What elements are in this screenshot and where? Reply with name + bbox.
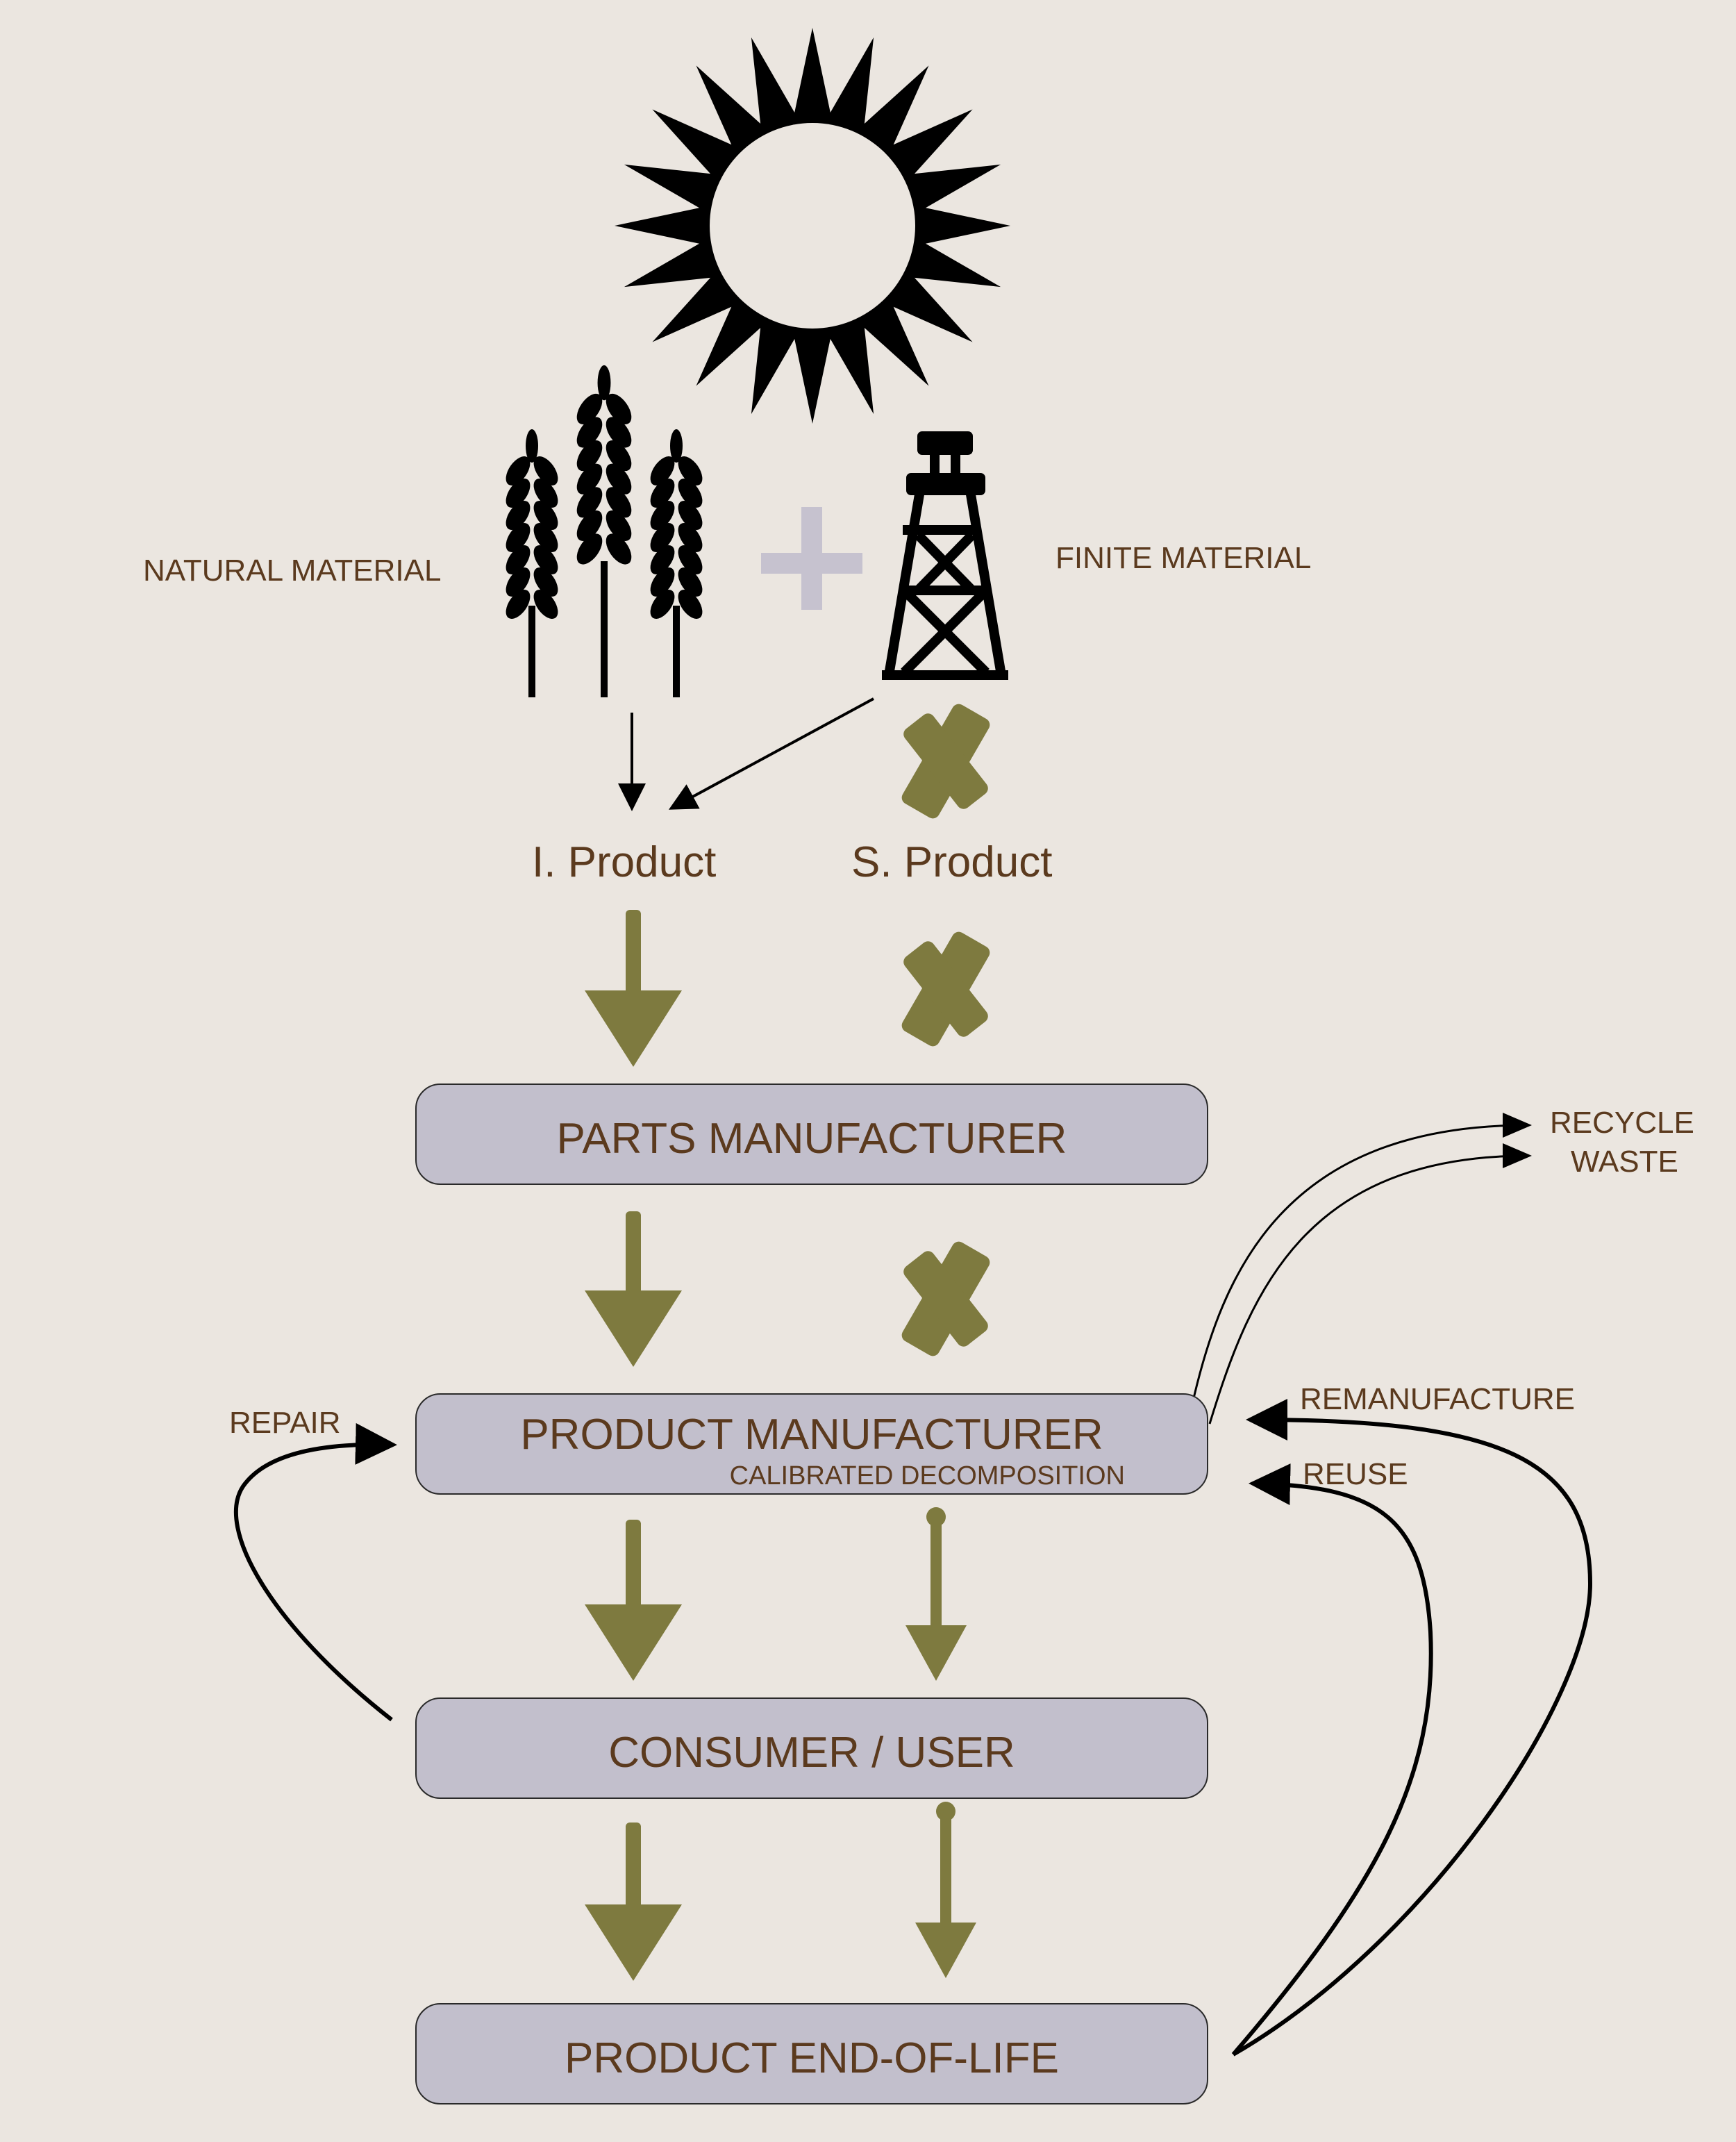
olive-arrow-icon <box>585 1823 682 1981</box>
cross-icon <box>901 704 990 819</box>
remanufacture-label: REMANUFACTURE <box>1300 1382 1576 1416</box>
olive-arrow-icon <box>585 1211 682 1367</box>
cross-icon <box>901 931 990 1047</box>
sun-icon <box>615 28 1010 424</box>
recycle-arrow <box>1190 1113 1532 1408</box>
stage-consumer-user: CONSUMER / USER <box>415 1697 1208 1799</box>
stage-product-manufacturer: PRODUCT MANUFACTURER CALIBRATED DECOMPOS… <box>415 1393 1208 1495</box>
wheat-icon <box>506 365 703 697</box>
s-product-label: S. Product <box>851 838 1053 886</box>
stage-label: CONSUMER / USER <box>608 1729 1015 1777</box>
finite-material-label: FINITE MATERIAL <box>1055 541 1312 575</box>
olive-arrow-icon <box>585 1520 682 1681</box>
recycle-label: RECYCLE <box>1550 1106 1694 1140</box>
natural-material-label: NATURAL MATERIAL <box>143 554 442 588</box>
repair-arrow <box>233 1422 397 1722</box>
cross-icon <box>901 1241 990 1356</box>
stage-label: PRODUCT END-OF-LIFE <box>565 2034 1059 2082</box>
stage-label: PARTS MANUFACTURER <box>556 1115 1067 1163</box>
stage-sublabel: CALIBRATED DECOMPOSITION <box>729 1461 1125 1491</box>
oil-rig-icon <box>882 431 1008 680</box>
plus-icon <box>761 507 862 610</box>
i-product-label: I. Product <box>532 838 717 886</box>
stage-label: PRODUCT MANUFACTURER <box>520 1411 1103 1459</box>
olive-arrow-icon <box>585 910 682 1067</box>
olive-arrow-icon <box>905 1507 967 1681</box>
waste-label: WASTE <box>1571 1145 1678 1179</box>
remanufacture-arrow <box>1232 1399 1593 2057</box>
finite-to-iproduct-arrow <box>668 697 874 810</box>
waste-arrow <box>1208 1143 1532 1425</box>
reuse-label: REUSE <box>1303 1457 1408 1491</box>
olive-arrow-icon <box>915 1802 976 1978</box>
stage-product-end-of-life: PRODUCT END-OF-LIFE <box>415 2003 1208 2104</box>
stage-parts-manufacturer: PARTS MANUFACTURER <box>415 1084 1208 1185</box>
repair-label: REPAIR <box>229 1406 341 1440</box>
reuse-arrow <box>1231 1463 1433 2056</box>
